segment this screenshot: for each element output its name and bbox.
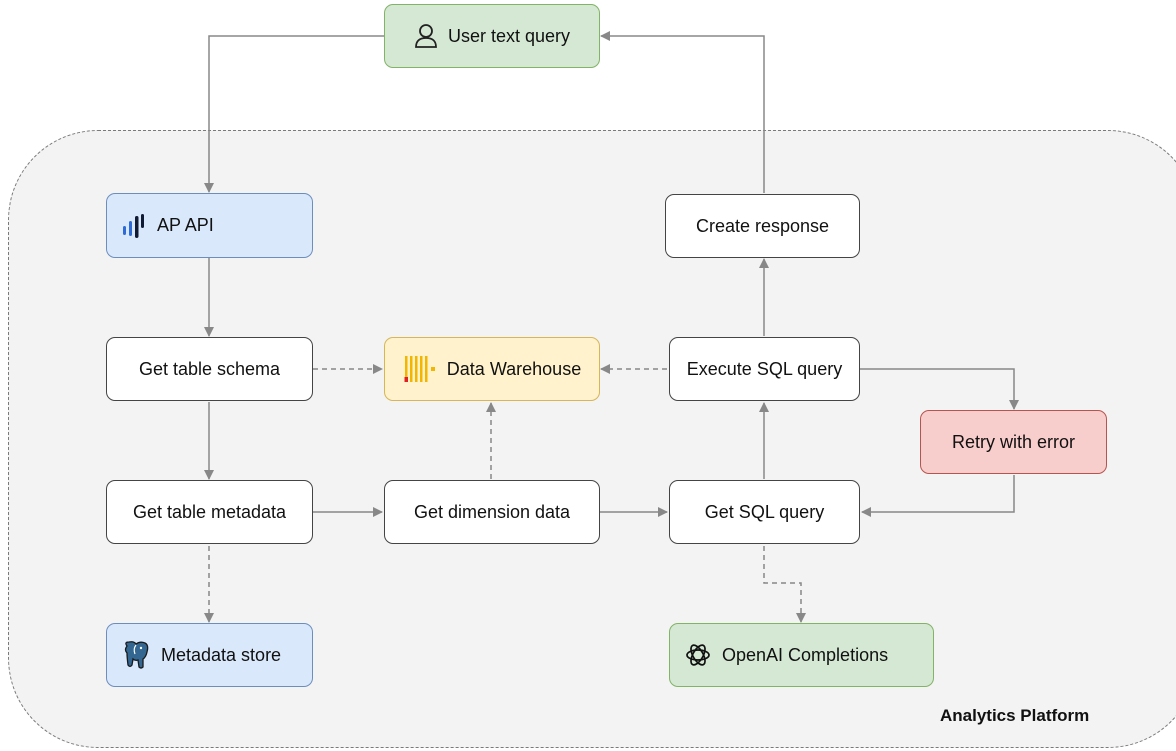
node-label: OpenAI Completions xyxy=(722,644,889,665)
postgres-elephant-icon xyxy=(121,640,151,670)
node-label: User text query xyxy=(447,25,571,46)
node-label: Data Warehouse xyxy=(446,358,582,379)
edge-user-to-api xyxy=(204,35,384,193)
node-metadata-store: Metadata store xyxy=(106,623,313,687)
ap-logo-icon xyxy=(121,212,147,240)
node-create-response: Create response xyxy=(665,194,860,258)
node-retry-with-error: Retry with error xyxy=(920,410,1107,474)
node-label: Get SQL query xyxy=(704,501,825,522)
node-get-table-metadata: Get table metadata xyxy=(106,480,313,544)
node-label: Get dimension data xyxy=(413,501,571,522)
node-label: Create response xyxy=(695,215,830,236)
node-openai-completions: OpenAI Completions xyxy=(669,623,934,687)
node-ap-api: AP API xyxy=(106,193,313,258)
edge-retry-to-sql xyxy=(861,475,1015,517)
node-execute-sql-query: Execute SQL query xyxy=(669,337,860,401)
warehouse-logo-icon xyxy=(403,354,437,384)
user-icon xyxy=(414,23,438,49)
node-get-dimension-data: Get dimension data xyxy=(384,480,600,544)
node-label: Get table metadata xyxy=(132,501,287,522)
node-label: Execute SQL query xyxy=(686,358,843,379)
node-label: Get table schema xyxy=(138,358,281,379)
edge-response-to-user xyxy=(600,31,765,193)
edge-execute-to-retry xyxy=(860,368,1019,410)
openai-icon xyxy=(684,641,712,669)
node-label: Metadata store xyxy=(161,644,282,665)
node-get-sql-query: Get SQL query xyxy=(669,480,860,544)
node-get-table-schema: Get table schema xyxy=(106,337,313,401)
edge-sql-to-openai xyxy=(763,546,806,623)
node-label: AP API xyxy=(157,215,214,235)
node-data-warehouse: Data Warehouse xyxy=(384,337,600,401)
node-label: Retry with error xyxy=(951,431,1076,452)
platform-label: Analytics Platform xyxy=(940,706,1090,725)
node-user-text-query: User text query xyxy=(384,4,600,68)
